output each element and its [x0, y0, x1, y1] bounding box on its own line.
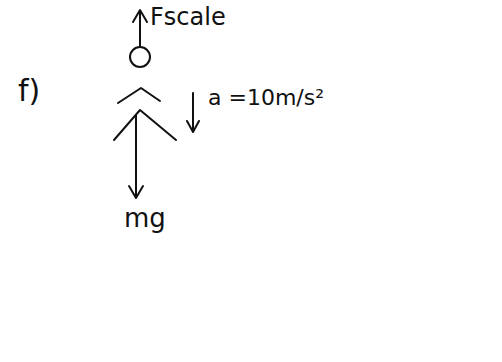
part-label: f) — [18, 74, 40, 107]
body-legs — [114, 110, 176, 140]
force-label: Fscale — [150, 4, 226, 30]
force-label: mg — [124, 204, 166, 233]
arrowhead-down — [129, 186, 143, 198]
arrowhead-acceleration — [187, 121, 199, 132]
acceleration-label: a =10m/s² — [208, 86, 324, 110]
force-arrow-up — [139, 12, 141, 47]
body-arms — [118, 88, 160, 103]
force-arrow-down — [135, 115, 137, 196]
acceleration-arrow — [192, 93, 194, 130]
arrowhead-up — [133, 10, 147, 22]
head-circle — [130, 47, 150, 67]
